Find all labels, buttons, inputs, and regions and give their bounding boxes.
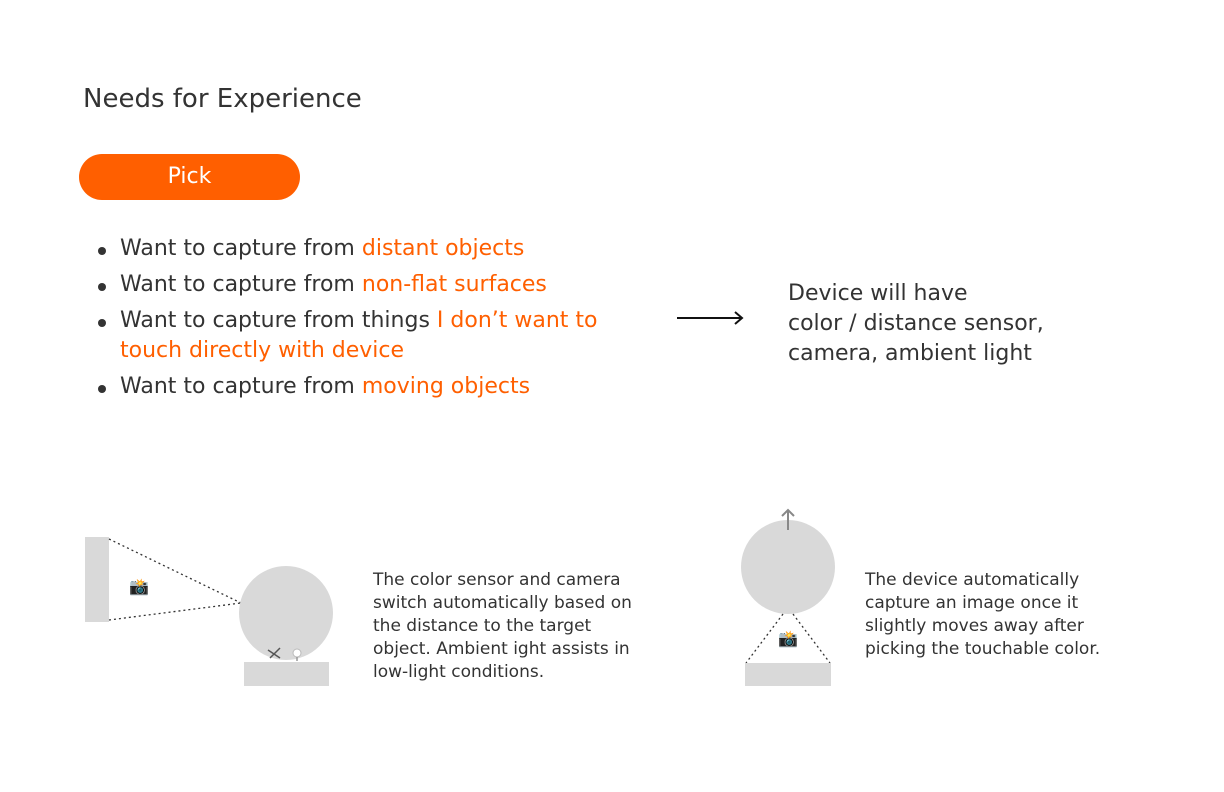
need-highlight: non-flat surfaces — [361, 272, 547, 297]
need-highlight: I don’t want to touch directly with devi… — [120, 308, 598, 363]
device-line: Device will have — [788, 281, 968, 306]
sensor-icon — [267, 647, 281, 659]
view-cone-right — [792, 613, 831, 664]
need-text: Want to capture from — [120, 374, 362, 399]
need-text: Want to capture from — [120, 236, 362, 261]
light-bulb-icon — [292, 648, 302, 661]
need-highlight: moving objects — [361, 374, 531, 399]
target-object — [85, 537, 109, 622]
long-arrow-right-icon — [677, 311, 744, 325]
device-line: color / distance sensor, — [788, 311, 1044, 336]
caption-distance-switch: The color sensor and camera switch autom… — [373, 570, 632, 682]
camera-icon: 📸 — [129, 577, 149, 596]
need-text: Want to capture from things — [120, 308, 437, 333]
pick-pill: Pick — [79, 154, 300, 200]
base-surface — [244, 662, 329, 686]
list-item: Want to capture from non-flat surfaces — [98, 270, 640, 300]
camera-icon: 📸 — [778, 629, 798, 648]
need-highlight: distant objects — [361, 236, 525, 261]
need-text: Want to capture from — [120, 272, 362, 297]
view-cone-left — [745, 613, 784, 664]
lift-capture-illustration: 📸 — [741, 508, 835, 686]
arrow-up-icon — [781, 508, 795, 530]
caption-auto-capture: The device automatically capture an imag… — [865, 570, 1101, 659]
device-body — [741, 520, 835, 614]
base-surface — [745, 663, 831, 686]
device-features: Device will have color / distance sensor… — [788, 279, 1108, 369]
list-item: Want to capture from distant objects — [98, 234, 640, 264]
device-line: camera, ambient light — [788, 341, 1032, 366]
distant-capture-illustration: 📸 — [85, 537, 333, 686]
needs-list: Want to capture from distant objects Wan… — [98, 234, 640, 408]
list-item: Want to capture from things I don’t want… — [98, 306, 640, 366]
list-item: Want to capture from moving objects — [98, 372, 640, 402]
view-cone-bottom — [108, 602, 242, 621]
device-body — [239, 566, 333, 660]
page-title: Needs for Experience — [83, 84, 362, 114]
